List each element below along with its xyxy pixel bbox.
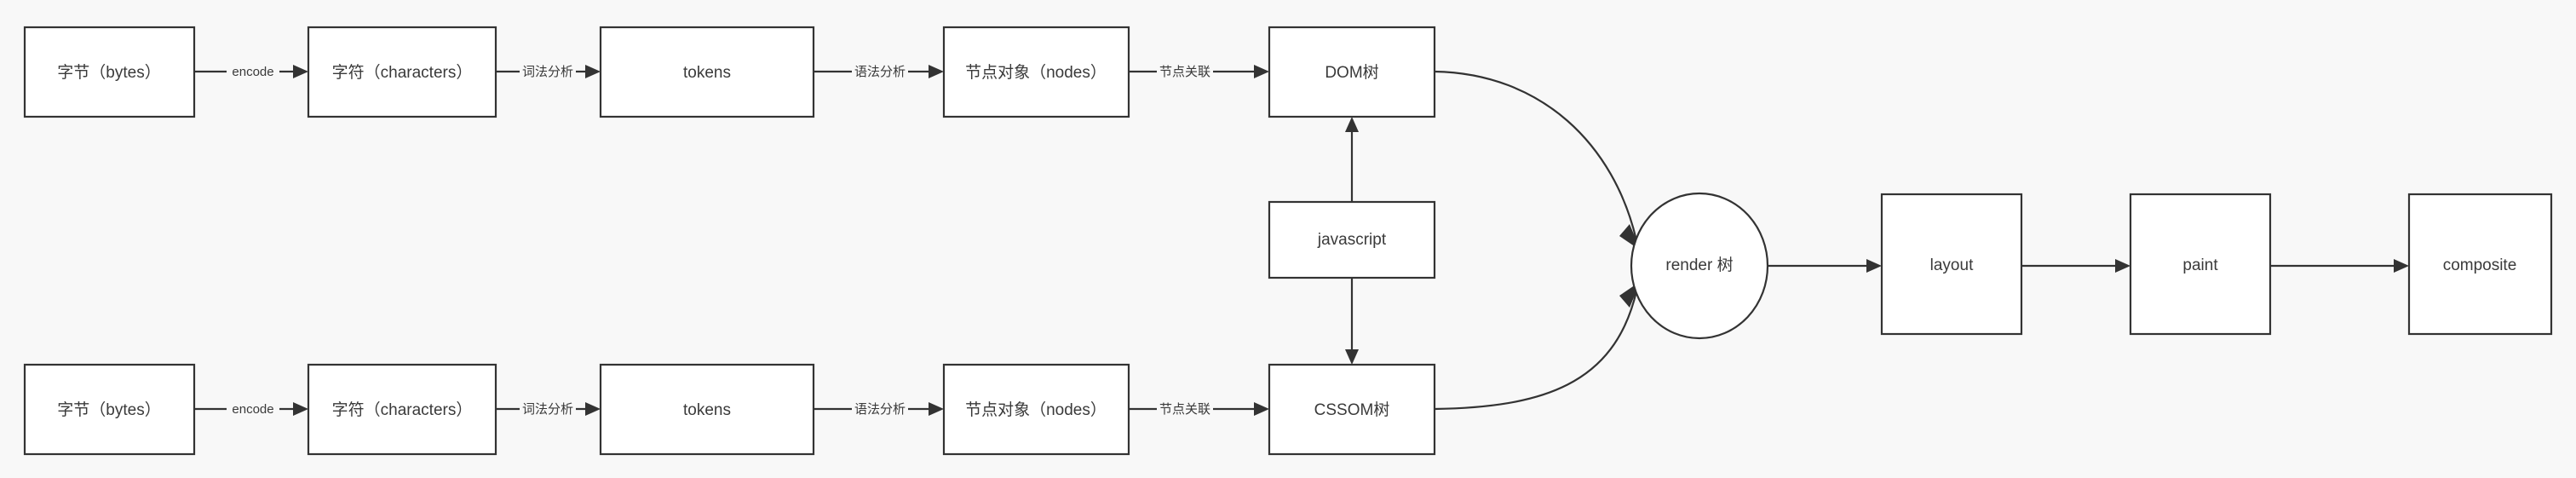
arrow-head-icon bbox=[293, 65, 308, 78]
node-rect[interactable] bbox=[599, 363, 815, 456]
node-rect[interactable] bbox=[307, 363, 497, 456]
node-html-tokens[interactable]: tokens bbox=[599, 26, 815, 118]
edge-label-node-relate-css: 节点关联 bbox=[1159, 402, 1210, 417]
edge-group-curved bbox=[1434, 70, 1641, 411]
node-label-css-nodes: 节点对象（nodes） bbox=[965, 400, 1107, 419]
node-css-tokens[interactable]: tokens bbox=[599, 363, 815, 456]
node-ellipse[interactable] bbox=[1630, 192, 1769, 340]
edge-label-backing bbox=[227, 63, 279, 81]
node-html-bytes[interactable]: 字节（bytes） bbox=[23, 26, 196, 118]
arrow-head-icon bbox=[293, 402, 308, 416]
edge-curve-path bbox=[1434, 291, 1638, 411]
node-javascript[interactable]: javascript bbox=[1268, 200, 1436, 279]
node-label-javascript: javascript bbox=[1317, 231, 1387, 249]
edge-label-backing bbox=[1157, 400, 1213, 418]
arrow-head-icon bbox=[585, 65, 601, 78]
arrow-head-icon bbox=[929, 65, 944, 78]
node-cssom-tree[interactable]: CSSOM树 bbox=[1268, 363, 1436, 456]
node-group: 字节（bytes） 字符（characters） tokens 节点对象（nod… bbox=[23, 26, 2553, 456]
edge-javascript-to-cssom bbox=[1345, 278, 1359, 365]
node-label-html-tokens: tokens bbox=[683, 64, 731, 82]
arrow-head-icon bbox=[585, 402, 601, 416]
edge-label-backing bbox=[852, 400, 908, 418]
node-rect[interactable] bbox=[23, 363, 196, 456]
edge-layout-to-paint bbox=[2021, 259, 2130, 273]
node-rect[interactable] bbox=[599, 26, 815, 118]
node-label-render-tree: render 树 bbox=[1665, 256, 1733, 274]
arrow-head-icon bbox=[1345, 117, 1359, 132]
arrow-head-icon bbox=[1254, 402, 1269, 416]
edge-html-tokens-to-nodes: 语法分析 bbox=[814, 63, 944, 81]
edge-label-backing bbox=[520, 400, 576, 418]
arrow-head-icon bbox=[2394, 259, 2409, 273]
edge-paint-to-composite bbox=[2270, 259, 2409, 273]
node-rect[interactable] bbox=[2407, 193, 2553, 336]
edge-dom-to-render bbox=[1434, 70, 1641, 251]
node-rect[interactable] bbox=[942, 26, 1130, 118]
arrow-head-icon bbox=[1254, 65, 1269, 78]
edge-javascript-to-dom bbox=[1345, 117, 1359, 202]
arrow-head-icon bbox=[1866, 259, 1882, 273]
edge-html-nodes-to-dom: 节点关联 bbox=[1129, 63, 1269, 81]
edge-label-backing bbox=[227, 400, 279, 418]
node-rect[interactable] bbox=[1268, 200, 1436, 279]
edge-cssom-to-render bbox=[1434, 281, 1641, 411]
node-label-html-nodes: 节点对象（nodes） bbox=[965, 63, 1107, 82]
node-rect[interactable] bbox=[1268, 26, 1436, 118]
node-composite[interactable]: composite bbox=[2407, 193, 2553, 336]
node-html-nodes[interactable]: 节点对象（nodes） bbox=[942, 26, 1130, 118]
node-css-characters[interactable]: 字符（characters） bbox=[307, 363, 497, 456]
edge-label-node-relate-html: 节点关联 bbox=[1159, 65, 1210, 79]
node-rect[interactable] bbox=[1880, 193, 2023, 336]
node-label-composite: composite bbox=[2443, 256, 2517, 274]
edge-css-nodes-to-cssom: 节点关联 bbox=[1129, 400, 1269, 418]
edge-html-bytes-to-characters: encode bbox=[194, 63, 308, 81]
node-label-html-characters: 字符（characters） bbox=[332, 63, 473, 82]
node-css-bytes[interactable]: 字节（bytes） bbox=[23, 363, 196, 456]
edge-label-lexical-css: 词法分析 bbox=[522, 402, 573, 417]
edge-label-backing bbox=[520, 63, 576, 81]
node-rect[interactable] bbox=[2129, 193, 2272, 336]
node-label-paint: paint bbox=[2182, 256, 2218, 274]
node-label-dom-tree: DOM树 bbox=[1325, 63, 1378, 82]
edge-label-backing bbox=[852, 63, 908, 81]
node-label-cssom-tree: CSSOM树 bbox=[1314, 400, 1390, 419]
edge-label-encode-html: encode bbox=[232, 65, 273, 79]
edge-label-lexical-html: 词法分析 bbox=[522, 65, 573, 79]
edge-label-backing bbox=[1157, 63, 1213, 81]
node-layout[interactable]: layout bbox=[1880, 193, 2023, 336]
arrow-head-icon bbox=[1345, 349, 1359, 365]
node-label-css-bytes: 字节（bytes） bbox=[57, 400, 160, 419]
arrow-head-icon bbox=[929, 402, 944, 416]
node-label-css-tokens: tokens bbox=[683, 401, 731, 419]
edge-label-encode-css: encode bbox=[232, 402, 273, 417]
node-rect[interactable] bbox=[307, 26, 497, 118]
node-rect[interactable] bbox=[23, 26, 196, 118]
edge-label-syntax-html: 语法分析 bbox=[854, 65, 906, 79]
edge-html-characters-to-tokens: 词法分析 bbox=[496, 63, 601, 81]
node-css-nodes[interactable]: 节点对象（nodes） bbox=[942, 363, 1130, 456]
edge-group-straight: encode 词法分析 语法分析 节点关联 bbox=[194, 63, 2409, 418]
node-render-tree[interactable]: render 树 bbox=[1630, 192, 1769, 340]
edge-css-characters-to-tokens: 词法分析 bbox=[496, 400, 601, 418]
edge-label-syntax-css: 语法分析 bbox=[854, 402, 906, 417]
node-label-html-bytes: 字节（bytes） bbox=[57, 63, 160, 82]
node-html-characters[interactable]: 字符（characters） bbox=[307, 26, 497, 118]
edge-css-bytes-to-characters: encode bbox=[194, 400, 308, 418]
node-rect[interactable] bbox=[942, 363, 1130, 456]
edge-render-to-layout bbox=[1768, 259, 1882, 273]
edge-curve-path bbox=[1434, 70, 1638, 241]
node-label-css-characters: 字符（characters） bbox=[332, 400, 473, 419]
node-label-layout: layout bbox=[1930, 256, 1974, 274]
edge-css-tokens-to-nodes: 语法分析 bbox=[814, 400, 944, 418]
node-paint[interactable]: paint bbox=[2129, 193, 2272, 336]
node-rect[interactable] bbox=[1268, 363, 1436, 456]
node-dom-tree[interactable]: DOM树 bbox=[1268, 26, 1436, 118]
arrow-head-icon bbox=[2115, 259, 2130, 273]
